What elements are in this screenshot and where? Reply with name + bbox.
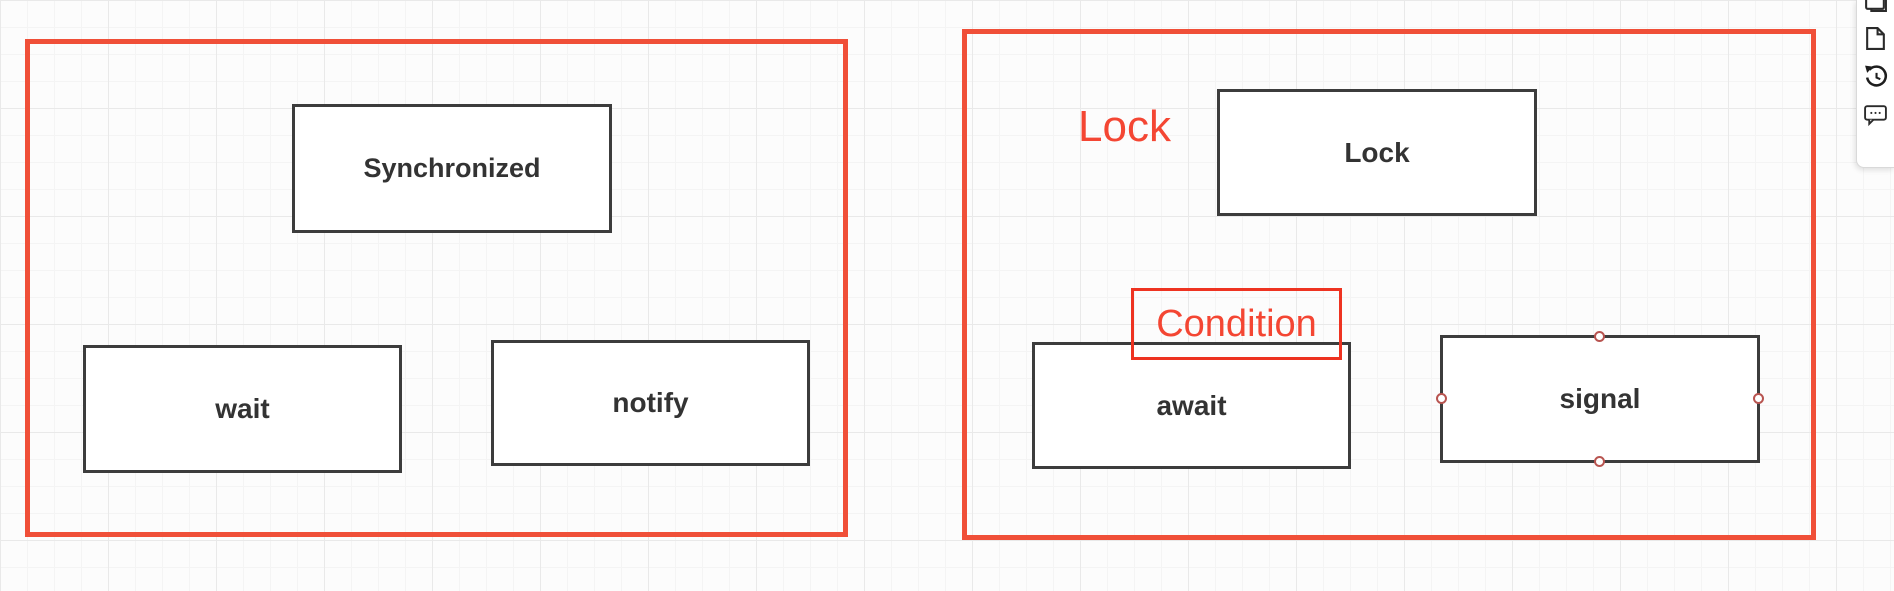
node-await[interactable]: await bbox=[1032, 342, 1351, 469]
connection-handle-right[interactable] bbox=[1753, 393, 1764, 404]
node-synchronized-label: Synchronized bbox=[363, 153, 541, 183]
history-icon[interactable] bbox=[1863, 64, 1888, 89]
node-wait[interactable]: wait bbox=[83, 345, 402, 473]
side-toolbar bbox=[1856, 0, 1894, 168]
node-synchronized[interactable]: Synchronized bbox=[292, 104, 612, 233]
node-notify-label: notify bbox=[612, 387, 689, 418]
node-lock-label: Lock bbox=[1344, 136, 1410, 168]
page-icon[interactable] bbox=[1863, 26, 1888, 51]
lock-annotation-text[interactable]: Lock bbox=[1078, 102, 1171, 151]
node-wait-label: wait bbox=[215, 393, 270, 424]
copy-icon[interactable] bbox=[1863, 0, 1888, 13]
connection-handle-left[interactable] bbox=[1436, 393, 1447, 404]
node-await-label: await bbox=[1156, 389, 1227, 421]
condition-annotation-label: Condition bbox=[1156, 303, 1317, 345]
node-signal[interactable]: signal bbox=[1436, 331, 1764, 467]
node-lock[interactable]: Lock bbox=[1217, 89, 1537, 216]
condition-annotation-box[interactable]: Condition bbox=[1131, 288, 1342, 360]
node-signal-label: signal bbox=[1559, 383, 1641, 414]
lock-group-frame[interactable] bbox=[962, 29, 1816, 540]
node-notify[interactable]: notify bbox=[491, 340, 810, 466]
synchronized-group-frame[interactable] bbox=[25, 39, 848, 537]
connection-handle-top[interactable] bbox=[1594, 331, 1605, 342]
comment-icon[interactable] bbox=[1863, 102, 1888, 127]
connection-handle-bottom[interactable] bbox=[1594, 456, 1605, 467]
